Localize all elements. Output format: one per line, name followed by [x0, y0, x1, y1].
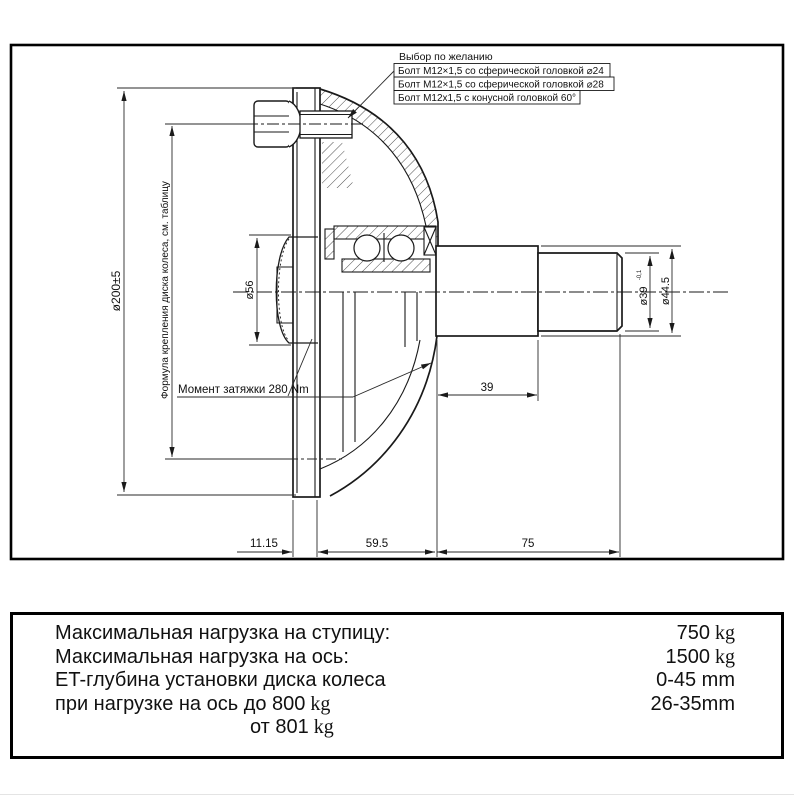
spec-row: ET-глубина установки диска колеса 0-45 m… [13, 669, 781, 693]
grease-cap [275, 236, 318, 344]
unit-kg: kg [715, 645, 735, 668]
dim-label-spindle: ø44.5 [660, 277, 672, 305]
torque-note: Момент затяжки 280 Nm [177, 338, 432, 398]
torque-note-label: Момент затяжки 280 Nm [178, 384, 309, 396]
spec-value: 0-45 mm [656, 669, 735, 691]
bolt-option-2: Болт М12×1,5 со сферической головкой ⌀28 [398, 79, 604, 91]
bolt-option-3: Болт М12х1,5 с конусной головкой 60° [398, 93, 576, 104]
dim-label-75: 75 [522, 538, 535, 550]
spec-value: 26-35mm [650, 692, 735, 715]
bolt-options-note: Выбор по желанию Болт М12×1,5 со сфериче… [347, 51, 615, 119]
spec-label: Максимальная нагрузка на ось: [55, 645, 349, 668]
bolt-note-title: Выбор по желанию [399, 51, 493, 63]
bearing-ball [387, 234, 415, 262]
torque-leader [352, 362, 432, 398]
dim-label-spindle-end: ø39 [638, 287, 650, 306]
unit-kg: kg [313, 716, 334, 738]
dim-label-1115: 11.15 [250, 538, 278, 550]
unit-kg: kg [310, 692, 331, 715]
torque-leader-2 [287, 338, 313, 397]
drawing-frame [9, 43, 785, 561]
dim-label-cap-diameter: ø56 [244, 281, 256, 300]
spec-label: ET-глубина установки диска колеса [55, 669, 386, 691]
axle-spindle [435, 245, 623, 337]
bolt-option-1: Болт М12×1,5 со сферической головкой ⌀24 [398, 65, 604, 77]
bolt-note-leader [347, 70, 395, 119]
spec-label: Максимальная нагрузка на ступицу: [55, 622, 391, 644]
flange-bolt-section [322, 142, 354, 188]
wheel-flange [292, 87, 321, 498]
dim-label-595: 59.5 [366, 538, 388, 550]
unit-kg: kg [715, 622, 735, 644]
pcd-note-label: Формула крепления диска колеса, см. табл… [159, 181, 171, 399]
dim-label-39: 39 [481, 382, 494, 394]
dim-label-hub-diameter: ø200±5 [109, 270, 123, 311]
dim-label-spindle-end-tol: -0,1 [637, 269, 643, 280]
bearing-ball [353, 234, 381, 262]
bearing [324, 225, 437, 273]
